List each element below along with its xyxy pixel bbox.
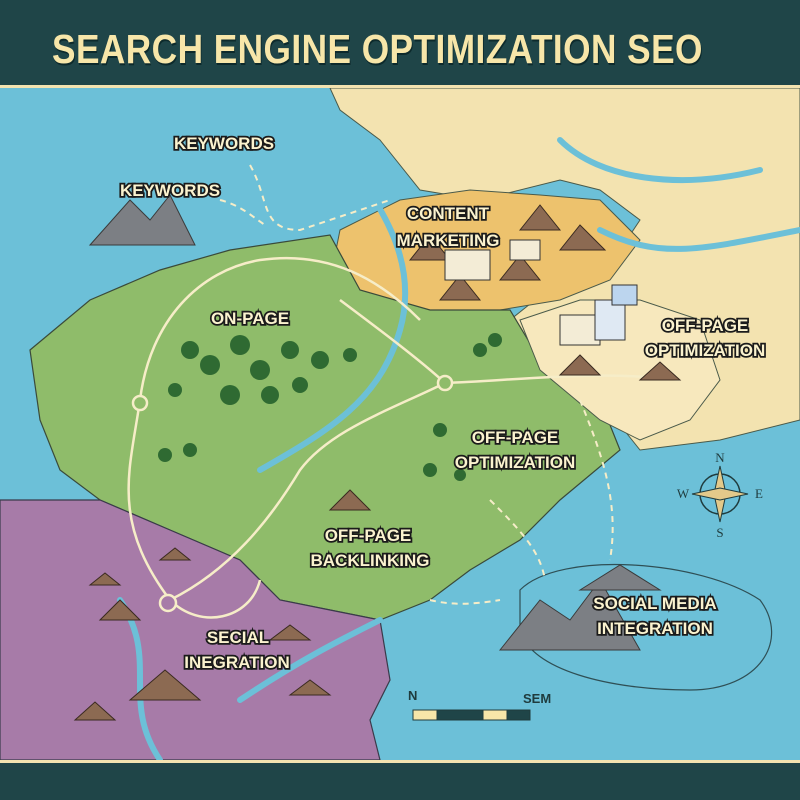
compass-rose-icon: N S E W — [677, 450, 763, 540]
label-content-marketing: MARKETING — [397, 231, 500, 250]
label-social-media-integration: INTEGRATION — [597, 619, 713, 638]
label-social-media-integration: SOCIAL MEDIA — [593, 594, 716, 613]
label-off-page-optimization: OFF-PAGE — [662, 316, 749, 335]
forest — [158, 333, 502, 481]
label-keywords: KEYWORDS — [174, 134, 274, 153]
page-title: SEARCH ENGINE OPTIMIZATION SEO — [52, 26, 703, 72]
label-secial-inegration: INEGRATION — [184, 653, 289, 672]
mountains-brown — [73, 204, 682, 721]
compass-w: W — [677, 486, 690, 501]
label-on-page: ON-PAGE — [211, 309, 289, 328]
scale-right-label: SEM — [523, 691, 551, 706]
scale-left-label: N — [408, 688, 417, 703]
map: KEYWORDS KEYWORDS CONTENT MARKETING ON-P… — [0, 88, 800, 760]
waypoint — [436, 374, 454, 392]
compass-n: N — [715, 450, 725, 465]
label-off-page-optimization: OPTIMIZATION — [455, 453, 576, 472]
waypoint — [131, 394, 149, 412]
label-off-page-optimization: OPTIMIZATION — [645, 341, 766, 360]
scale-bar-icon: N SEM — [408, 688, 551, 721]
title-bar: SEARCH ENGINE OPTIMIZATION SEO — [0, 0, 800, 88]
dashed-routes — [219, 164, 614, 605]
rivers — [117, 137, 800, 760]
label-off-page-optimization: OFF-PAGE — [472, 428, 559, 447]
content-documents-icon — [444, 239, 638, 346]
footer-bar — [0, 760, 800, 800]
label-content-marketing: CONTENT — [407, 204, 490, 223]
mountains-gray — [88, 194, 662, 651]
compass-e: E — [755, 486, 763, 501]
roads — [127, 256, 681, 619]
island-social — [519, 564, 773, 691]
label-secial-inegration: SECIAL — [207, 628, 269, 647]
label-keywords: KEYWORDS — [120, 181, 220, 200]
compass-s: S — [716, 525, 723, 540]
waypoint — [158, 593, 178, 613]
label-off-page-backlinking: OFF-PAGE — [325, 526, 412, 545]
label-off-page-backlinking: BACKLINKING — [311, 551, 430, 570]
